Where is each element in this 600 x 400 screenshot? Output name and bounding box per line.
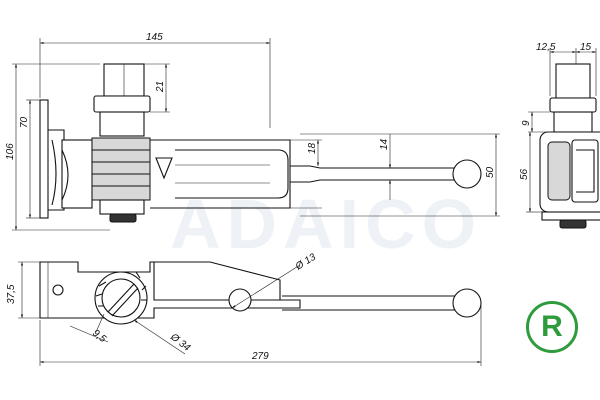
- bottom-nut: [109, 213, 137, 223]
- dim-70: 70: [19, 116, 30, 128]
- dim-50: 50: [485, 166, 496, 178]
- r-badge: R: [526, 301, 578, 353]
- clamp-base: [99, 199, 145, 215]
- clamp-body: [91, 137, 151, 201]
- bottom-view: Ø 13 9,5 Ø 34 37,5 279: [6, 251, 482, 366]
- rod-ball-end: [452, 159, 482, 189]
- dim-106: 106: [5, 143, 16, 160]
- dim-9-5: 9,5: [90, 328, 108, 345]
- dim-37-5: 37,5: [6, 284, 17, 304]
- mount-hole: [52, 284, 64, 296]
- dim-12-5: 12,5: [536, 42, 556, 53]
- watermark-text: ADAICO: [170, 185, 482, 263]
- dim-56: 56: [519, 168, 530, 180]
- bracket-plate: [39, 99, 49, 219]
- dim-14: 14: [379, 138, 390, 150]
- fork-arm: [150, 139, 291, 209]
- base-plate: [39, 261, 301, 319]
- dim-18: 18: [307, 142, 318, 154]
- housing-left: [61, 139, 93, 209]
- logo-triangle: [155, 157, 173, 180]
- top-view: 145 21 106 70 18 14 50: [5, 32, 500, 231]
- dim-279: 279: [251, 351, 269, 362]
- badge-letter: R: [541, 310, 563, 343]
- bolt-shank: [99, 111, 145, 137]
- dim-145: 145: [146, 32, 163, 43]
- side-view: 12,5 15 9 56: [519, 42, 600, 229]
- dim-21: 21: [155, 81, 166, 93]
- dim-9: 9: [521, 120, 532, 126]
- bottom-ball-end: [452, 288, 482, 318]
- side-bolt-head: [555, 63, 591, 99]
- dim-15: 15: [580, 42, 592, 53]
- bolt-collar: [93, 95, 151, 113]
